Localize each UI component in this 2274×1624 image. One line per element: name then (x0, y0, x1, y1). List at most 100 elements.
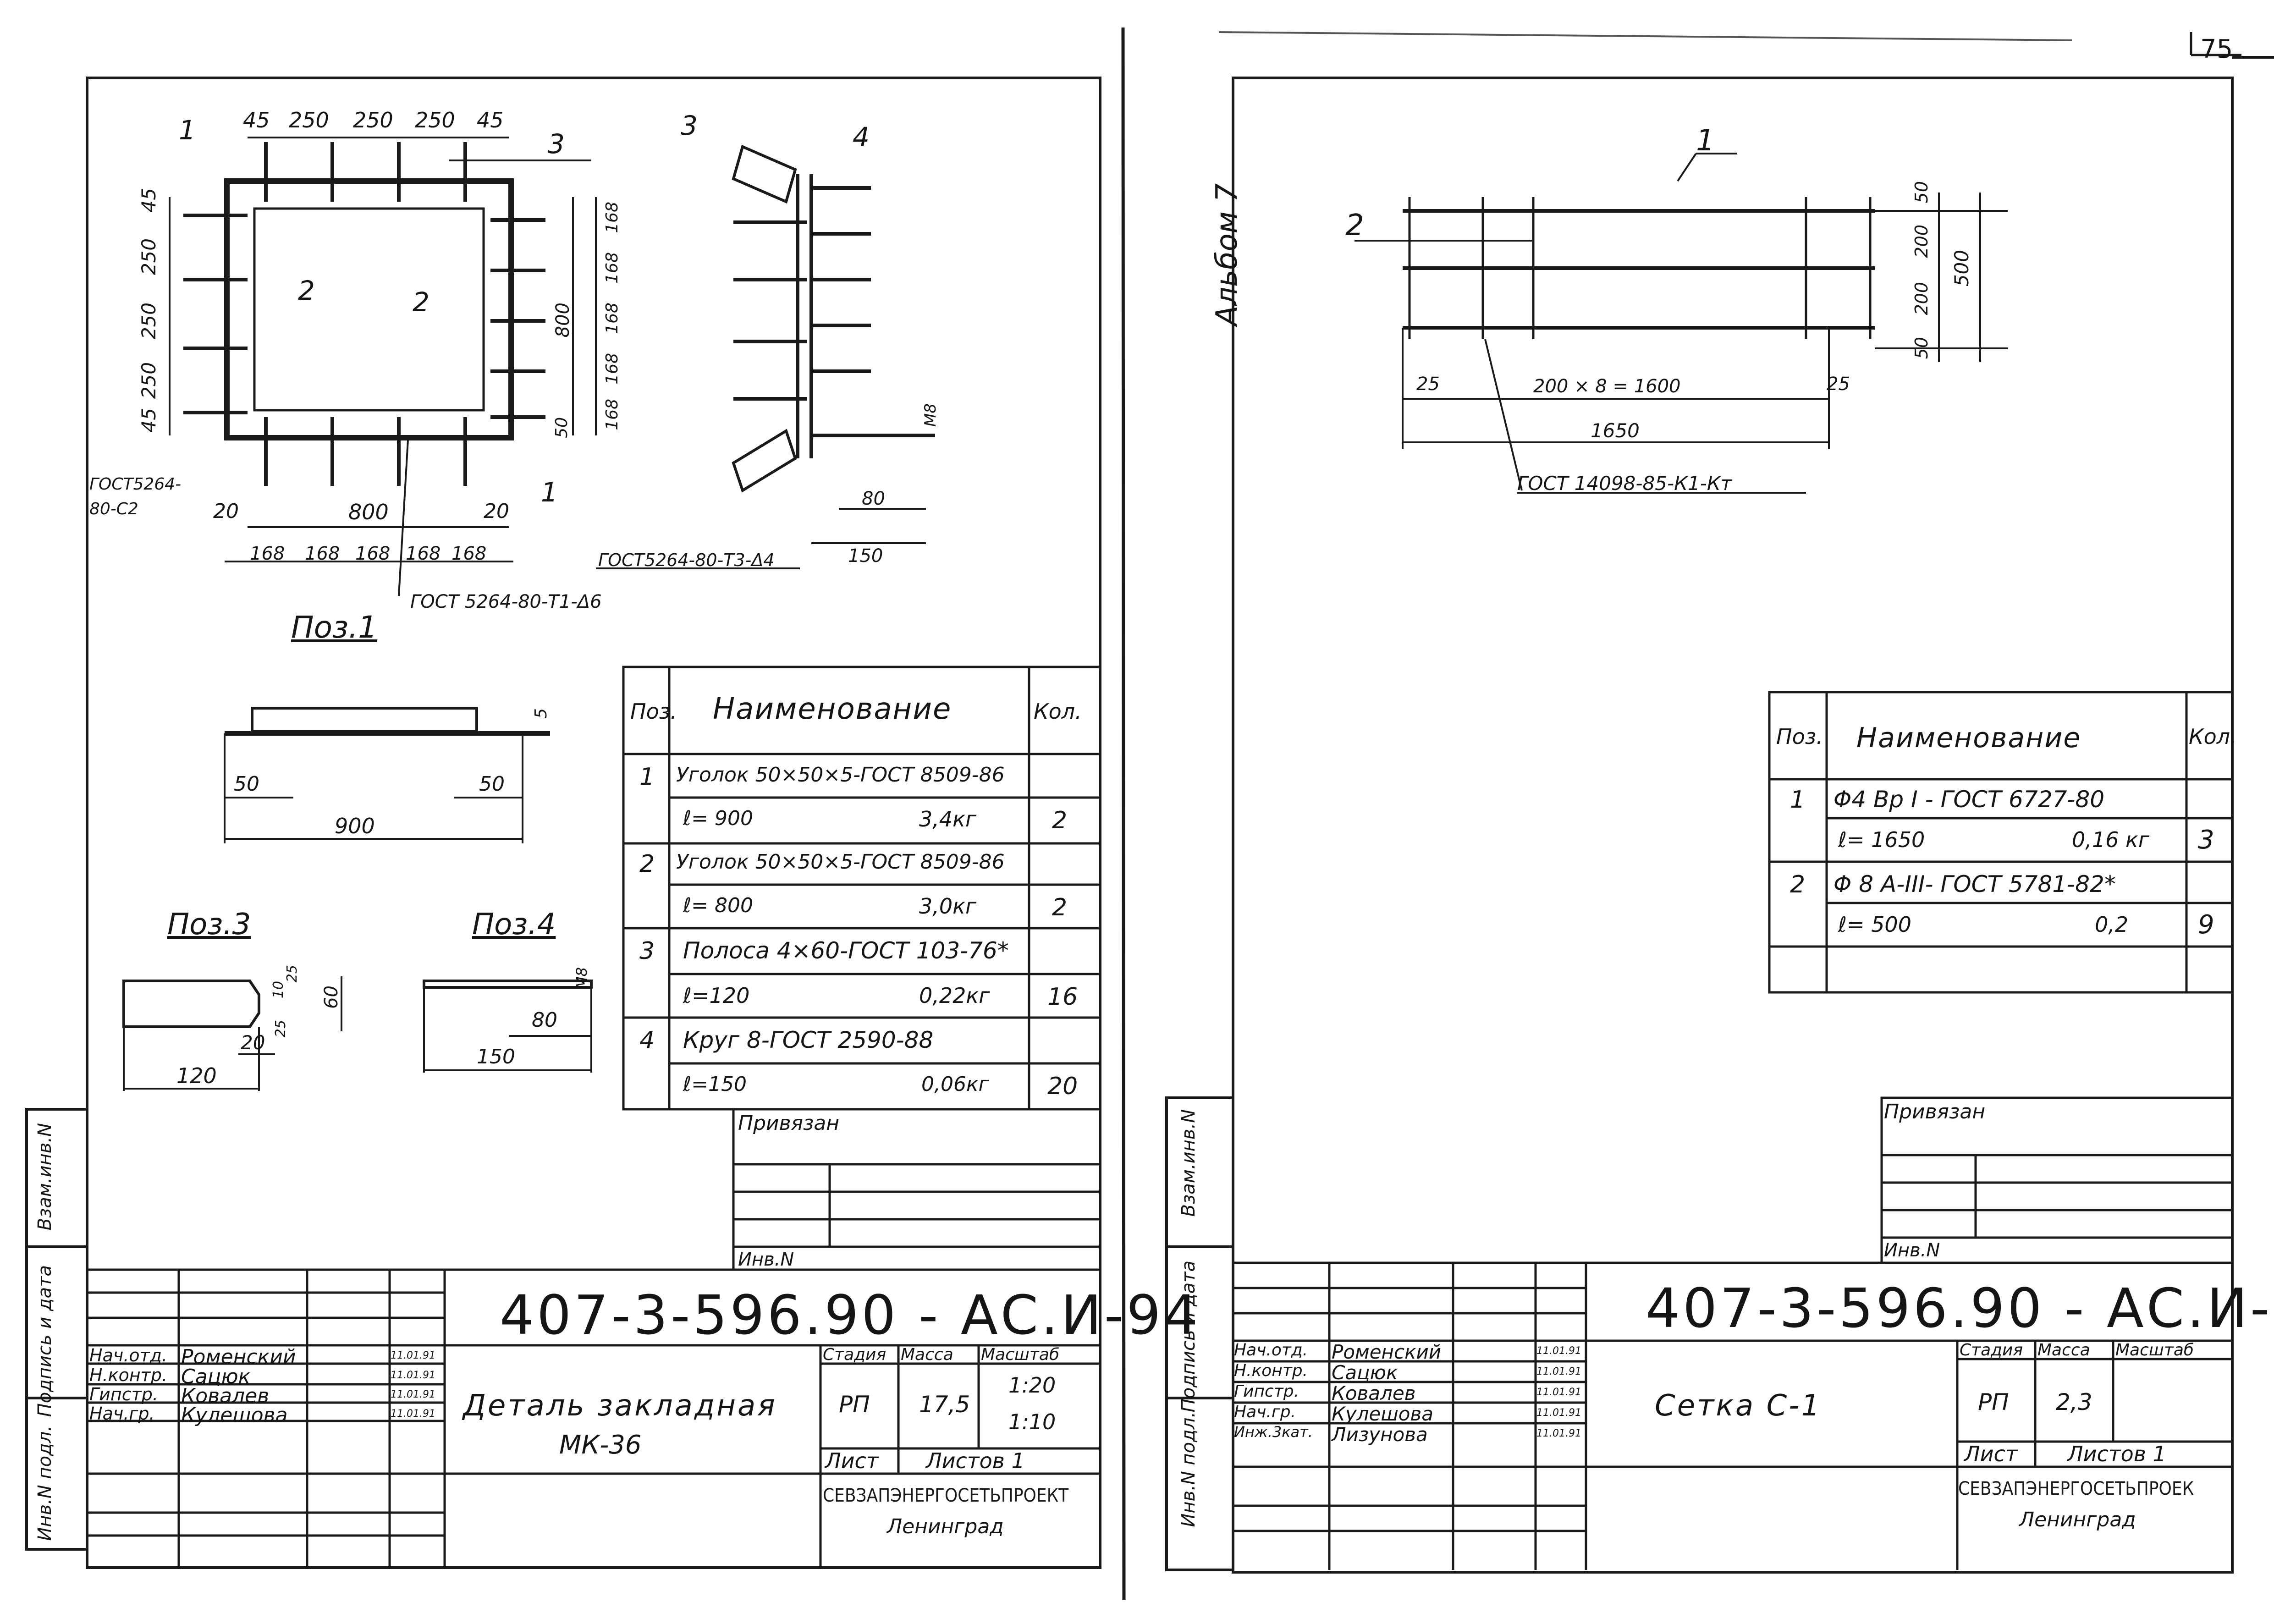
spec-name: Уголок 50×50×5-ГОСТ 8509-86 (676, 763, 1005, 787)
privyazan-label: Привязан (1884, 1100, 1986, 1123)
spec-pos: 1 (639, 763, 655, 791)
dim: 50 (552, 417, 571, 438)
callout-1: 1 (1696, 124, 1715, 158)
org-name: СЕВЗАПЭНЕРГОСЕТЬПРОЕК (1958, 1478, 2194, 1499)
drawing-code: 407-3-596.90 - АС.И-95 (1646, 1277, 2274, 1340)
staff-date: 11.01.91 (1536, 1407, 1581, 1419)
callout-4: 4 (853, 121, 870, 153)
spec-length: ℓ= 800 (683, 894, 754, 917)
dim: 900 (335, 814, 375, 838)
staff-role: Гипстр. (1234, 1382, 1299, 1401)
gost-note: ГОСТ 14098-85-К1-Кт (1517, 472, 1732, 495)
spec-qty: 3 (2198, 825, 2214, 855)
dim: 150 (477, 1045, 515, 1068)
dim: 168 (603, 303, 622, 334)
dim: М8 (921, 403, 940, 427)
spec-length: ℓ= 500 (1838, 912, 1911, 937)
spec-length: ℓ=120 (683, 983, 750, 1008)
privyazan-label: Привязан (738, 1112, 840, 1135)
dim: 250 (138, 362, 160, 399)
stage-header: Стадия (823, 1345, 886, 1364)
dim: 168 (603, 202, 622, 233)
staff-date: 11.01.91 (391, 1389, 435, 1400)
side-label: Инв.N подл. (1178, 1412, 1199, 1527)
dim: 45 (477, 108, 504, 132)
side-label: Инв.N подл. (34, 1426, 55, 1541)
stage-value: РП (1978, 1389, 2009, 1415)
spec-header-pos: Поз. (1776, 724, 1823, 749)
spec-mass: 3,0кг (919, 894, 977, 919)
dim: 250 (415, 108, 455, 132)
staff-role: Н.контр. (1234, 1361, 1308, 1380)
staff-name: Роменский (181, 1345, 296, 1369)
staff-name: Лизунова (1332, 1423, 1428, 1446)
scale-header: Масштаб (2115, 1341, 2194, 1360)
dim: 45 (243, 108, 270, 132)
dim: 45 (138, 188, 160, 213)
dim: 50 (479, 772, 505, 796)
dim: 20 (213, 500, 239, 523)
item-title: Деталь закладная (463, 1389, 777, 1423)
scale-value: 1:20 (1008, 1373, 1056, 1398)
spec-pos: 4 (639, 1027, 655, 1054)
dim: 200 (1911, 225, 1932, 258)
spec-qty: 2 (1052, 807, 1068, 834)
page-number: 75 (2200, 34, 2233, 64)
stage-header: Стадия (1960, 1341, 2023, 1360)
staff-date: 11.01.91 (1536, 1366, 1581, 1377)
staff-name: Роменский (1332, 1341, 1442, 1363)
spec-name: Φ 8 А-III- ГОСТ 5781-82* (1834, 871, 2116, 897)
side-label: Подпись и дата (1178, 1261, 1199, 1413)
dim: 45 (138, 408, 160, 433)
side-label: Взам.инв.N (1178, 1109, 1199, 1217)
spec-header-name: Наименование (713, 692, 952, 726)
sheets-label: Листов 1 (926, 1448, 1025, 1473)
dim: 250 (353, 108, 393, 132)
dim: 5 (532, 708, 551, 719)
dim: 25 (1416, 374, 1440, 395)
staff-name: Сацюк (181, 1365, 251, 1388)
dim: 250 (138, 303, 160, 340)
album-label: Альбом 7 (1210, 183, 1244, 326)
mass-value: 2,3 (2056, 1389, 2092, 1415)
gost-note: ГОСТ5264- 80-С2 (89, 475, 182, 518)
dim: 20 (484, 500, 509, 523)
pos3-title: Поз.3 (167, 908, 251, 941)
stage-value: РП (839, 1391, 870, 1418)
spec-header-name: Наименование (1856, 722, 2081, 754)
spec-qty: 20 (1047, 1073, 1078, 1100)
item-title: Сетка С-1 (1655, 1389, 1822, 1423)
callout-2: 2 (298, 275, 315, 306)
dim: 168 (305, 543, 340, 564)
dim: 250 (138, 238, 160, 275)
dim: 10 (270, 981, 286, 999)
mass-header: Масса (901, 1345, 953, 1364)
dim: 168 (603, 399, 622, 430)
dim: 500 (1950, 250, 1973, 287)
spec-mass: 0,22кг (919, 983, 990, 1008)
spec-name: Уголок 50×50×5-ГОСТ 8509-86 (676, 850, 1005, 874)
staff-role: Нач.гр. (89, 1404, 155, 1424)
dim: 200 (1911, 282, 1932, 315)
pos1-title: Поз.1 (291, 610, 378, 645)
callout-1: 1 (179, 115, 196, 146)
spec-name: Круг 8-ГОСТ 2590-88 (683, 1027, 934, 1053)
staff-name: Кулешова (1332, 1403, 1433, 1425)
staff-date: 11.01.91 (1536, 1345, 1581, 1357)
staff-date: 11.01.91 (1536, 1428, 1581, 1439)
spec-length: ℓ= 900 (683, 807, 754, 830)
dim: 80 (532, 1008, 557, 1032)
dim: 120 (176, 1063, 217, 1088)
dim: 80 (862, 488, 885, 509)
staff-date: 11.01.91 (391, 1350, 435, 1361)
dim: 1650 (1591, 419, 1640, 442)
callout-2: 2 (413, 286, 429, 318)
dim: 250 (289, 108, 329, 132)
spec-name: Полоса 4×60-ГОСТ 103-76* (683, 937, 1009, 964)
staff-name: Ковалев (181, 1384, 270, 1408)
sheets-label: Листов 1 (2067, 1442, 2166, 1466)
dim: 20 (241, 1031, 265, 1054)
mass-value: 17,5 (919, 1391, 970, 1418)
sheet-label: Лист (1964, 1442, 2018, 1466)
drawing-code: 407-3-596.90 - АС.И-94 (500, 1283, 1201, 1347)
